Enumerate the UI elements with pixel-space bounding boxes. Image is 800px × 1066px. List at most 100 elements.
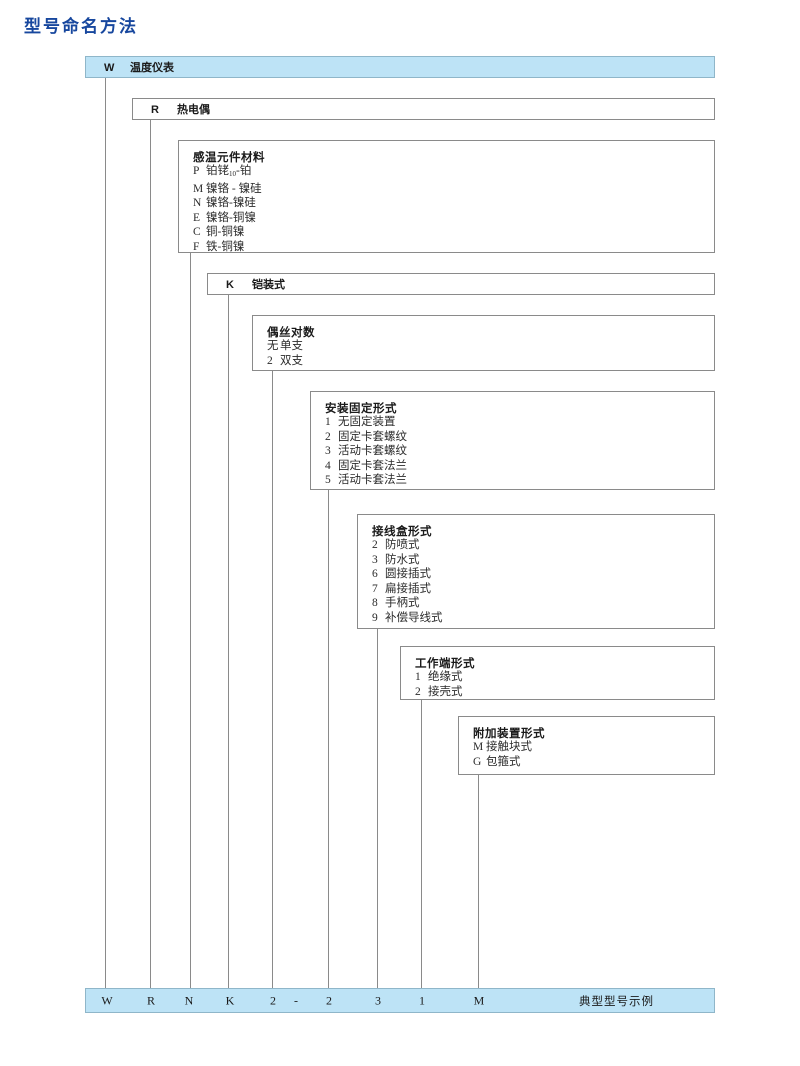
model-code-char: W [101,993,113,1007]
option-item: 4 固定卡套法兰 [325,459,407,474]
option-value: 防喷式 [385,539,420,551]
option-key: 3 [372,553,378,566]
option-key: 3 [325,445,331,457]
connector-line-working-end [421,700,422,988]
node-armored-label: 铠装式 [252,279,285,291]
option-value: 圆接插式 [385,568,431,580]
node-thermocouple-label: 热电偶 [177,104,210,116]
option-value: 铜-铜镍 [206,226,245,238]
typical-model-label: 典型型号示例 [579,995,654,1008]
connector-line-armored [228,295,229,988]
model-code-char: 3 [375,993,381,1007]
option-value: 铂铑10-铂 [206,165,252,178]
option-key: 无 [267,340,279,352]
option-key: 2 [415,685,421,698]
option-value: 绝缘式 [428,671,463,683]
option-item: N 镍铬-镍硅 [193,196,262,211]
option-value: 接触块式 [486,741,532,753]
option-key: 2 [325,430,331,443]
node-working-end-title: 工作端形式 [415,658,475,670]
option-value: 单支 [280,340,303,352]
option-item: 2 防喷式 [372,538,443,553]
option-key: 2 [372,539,378,551]
node-element-material-title: 感温元件材料 [193,152,265,164]
option-value: 扁接插式 [385,582,431,595]
option-key: M [473,741,484,753]
model-code-char: 2 [270,993,276,1007]
option-item: P 铂铑10-铂 [193,164,262,182]
node-instrument-code: W [104,62,115,74]
option-key: 5 [325,474,331,486]
connector-line-mounting [328,490,329,988]
node-instrument-label: 温度仪表 [130,62,174,74]
model-code-char: M [473,993,485,1007]
option-value: 双支 [280,354,303,367]
option-key: E [193,211,201,224]
option-subscript: 10 [229,170,236,178]
option-item: 1 无固定装置 [325,415,407,430]
option-value: 手柄式 [385,597,420,609]
option-key: M [193,182,204,195]
option-key: 9 [372,611,378,624]
option-item: 6 圆接插式 [372,567,443,582]
option-key: 4 [325,459,331,472]
option-key: 6 [372,568,378,580]
page-title: 型号命名方法 [24,17,138,36]
node-mounting-title: 安装固定形式 [325,403,397,415]
node-armored-header: K 铠装式 [226,276,285,292]
option-value: 镍铬-铜镍 [206,211,256,224]
option-value: 无固定装置 [338,416,396,428]
option-item: 7 扁接插式 [372,582,443,597]
connector-line-junction-box [377,629,378,988]
option-value: 补偿导线式 [385,611,443,624]
connector-line-instrument [105,78,106,988]
connector-line-extra-device [478,775,479,988]
node-junction-box-title: 接线盒形式 [372,526,432,538]
model-code-char: N [184,993,194,1007]
connector-line-thermocouple [150,120,151,988]
option-key: P [193,165,200,177]
node-instrument-header: W 温度仪表 [104,59,174,75]
node-armored-code: K [226,279,234,291]
node-extra-device-title: 附加装置形式 [473,728,545,740]
connector-line-wire-pairs [272,371,273,988]
option-key: N [193,197,202,209]
node-instrument: W 温度仪表 [85,56,715,78]
option-key: 1 [325,416,331,428]
model-code-char: 2 [326,993,332,1007]
model-code-char: 1 [419,993,425,1007]
option-value: 固定卡套法兰 [338,459,407,472]
option-item: 无单支 [267,339,303,354]
option-key: 7 [372,582,378,595]
option-key: F [193,240,200,253]
option-value: 镍铬-镍硅 [206,197,256,209]
node-wire-pairs-title: 偶丝对数 [267,327,315,339]
option-value: 铁-铜镍 [206,240,245,253]
option-item: 9 补偿导线式 [372,611,443,626]
option-value: 活动卡套法兰 [338,474,407,486]
